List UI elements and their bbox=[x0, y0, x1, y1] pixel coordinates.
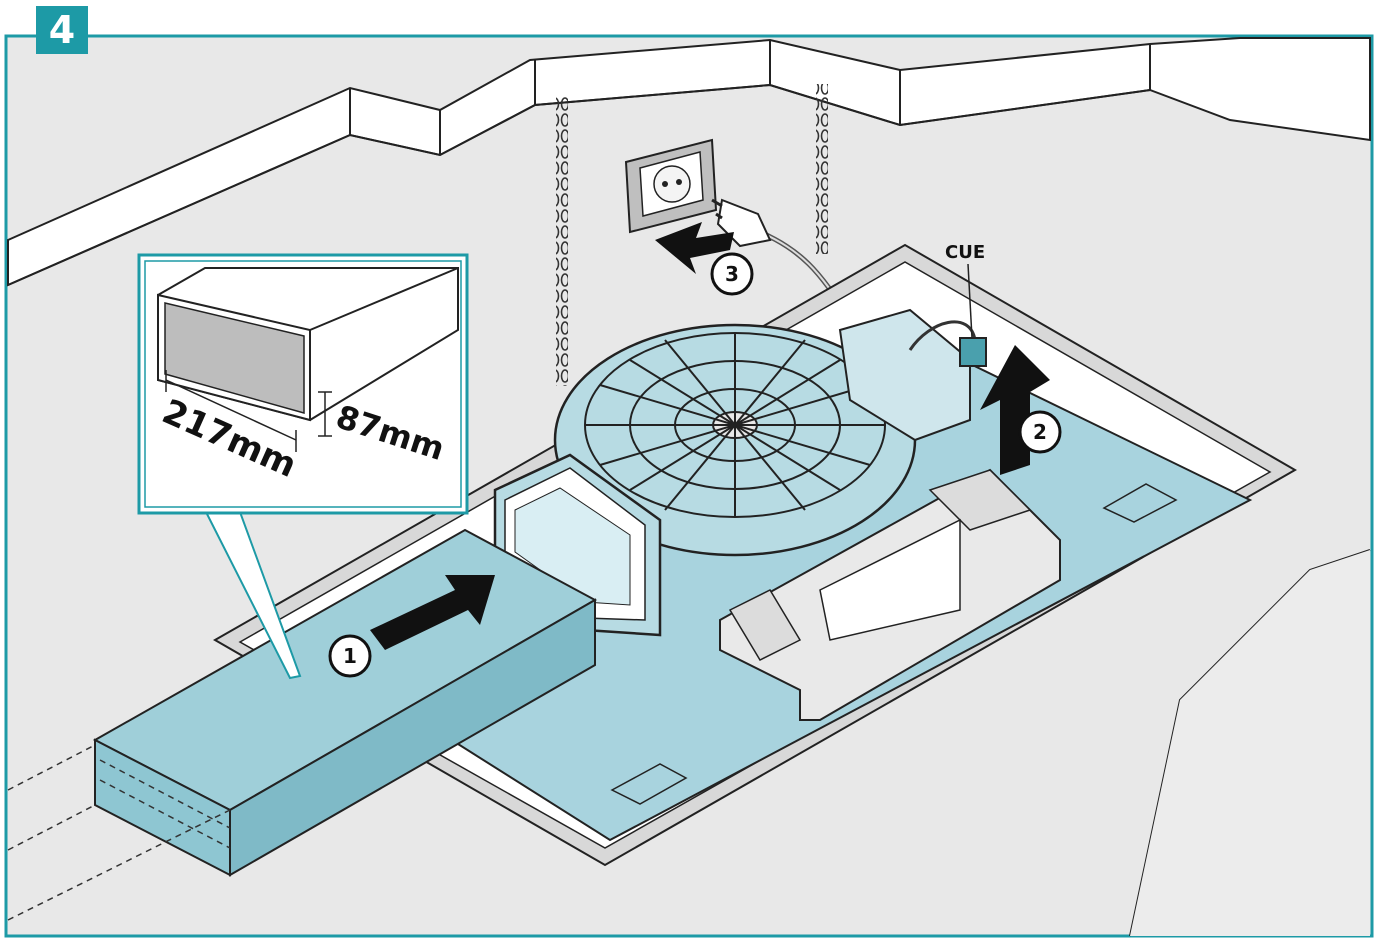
connector-label: CUE bbox=[945, 242, 985, 263]
arrow-2-icon bbox=[980, 345, 1050, 475]
callout-3: 3 bbox=[710, 252, 754, 296]
duct-section-drawing bbox=[157, 267, 459, 452]
fan-housing bbox=[553, 323, 917, 557]
step-number-badge: 4 bbox=[36, 6, 88, 54]
duct-dimension-inset: 217mm 87mm bbox=[137, 253, 469, 680]
ceiling-soffit bbox=[7, 37, 1371, 287]
callout-1: 1 bbox=[328, 634, 372, 678]
mounting-bracket bbox=[719, 468, 1061, 721]
callout-3-number: 3 bbox=[725, 262, 739, 286]
callout-1-number: 1 bbox=[343, 644, 357, 668]
connector-leader-line bbox=[967, 263, 973, 339]
callout-2: 2 bbox=[1018, 410, 1062, 454]
callout-2-number: 2 bbox=[1033, 420, 1047, 444]
wall-socket bbox=[624, 138, 718, 234]
arrow-3-icon bbox=[655, 222, 734, 274]
arrow-1-icon bbox=[370, 575, 495, 650]
chain-left bbox=[556, 96, 568, 386]
control-box bbox=[838, 308, 987, 442]
ceiling-panel-right bbox=[1130, 550, 1370, 936]
chain-right bbox=[816, 84, 828, 254]
cue-connector-icon bbox=[959, 337, 987, 367]
